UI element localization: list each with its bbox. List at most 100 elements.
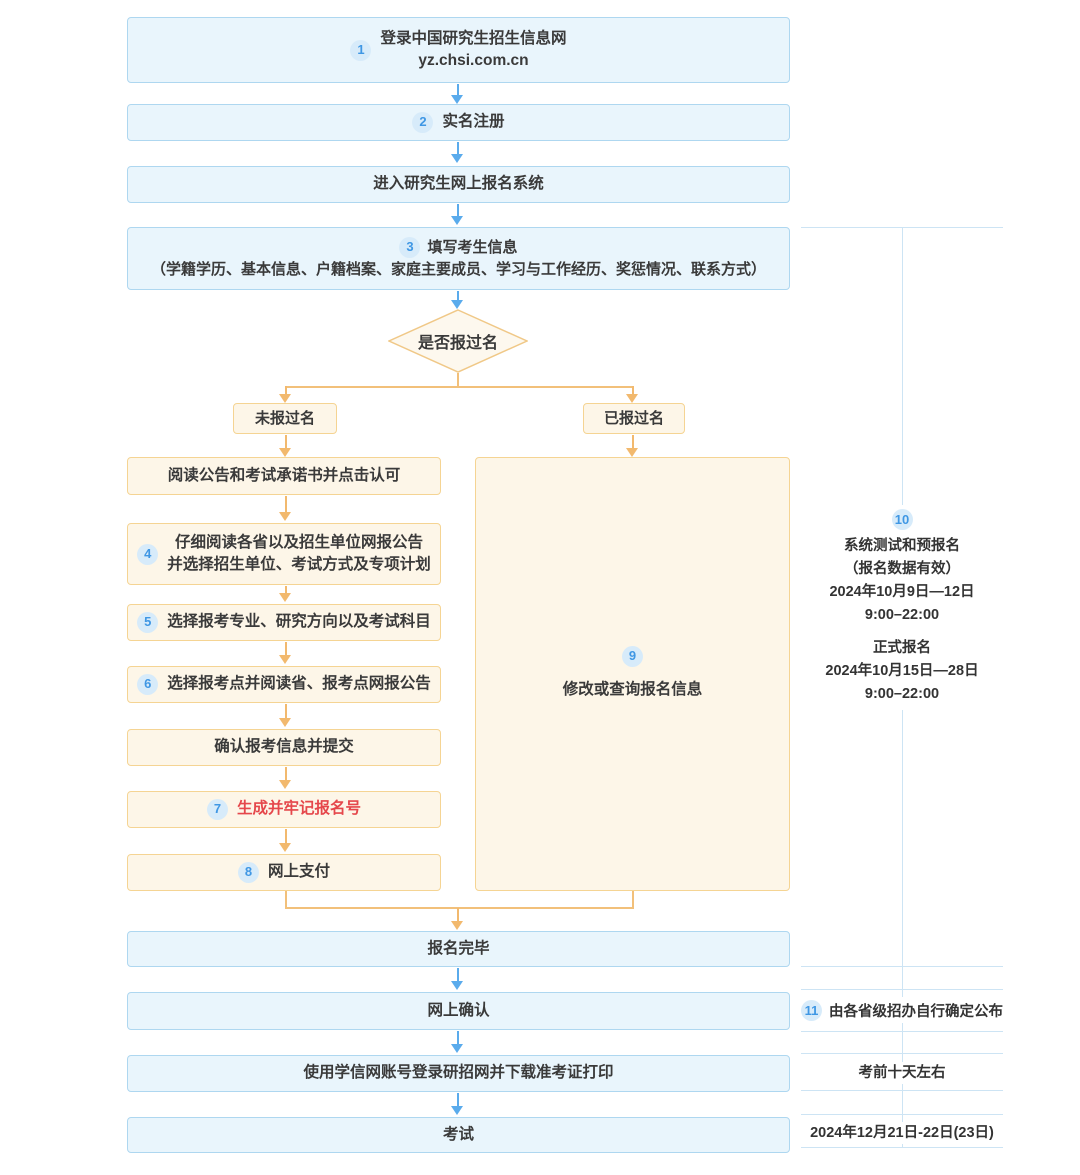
note-11-badge: 11 [801,999,822,1021]
step-7-label: 生成并牢记报名号 [236,800,361,818]
arrow-down-icon [279,655,291,664]
arrow-stem [632,435,634,449]
arrow-stem [457,291,459,301]
note-exam-date-label: 2024年12月21日-22日(23日) [810,1125,994,1141]
step-9-label: 修改或查询报名信息 [562,681,703,699]
step-6-label: 选择报考点并阅读省、报考点网报公告 [167,675,431,693]
step-login-box: 1 登录中国研究生招生信息网 yz.chsi.com.cn [127,17,790,83]
arrow-stem [457,204,459,217]
arrow-down-icon [279,843,291,852]
decision-diamond: 是否报过名 [388,309,528,373]
arrow-down-icon [451,154,463,163]
connector-line [457,373,459,386]
download-ticket-box: 使用学信网账号登录研招网并下载准考证打印 [127,1055,790,1092]
step-confirm-submit-label: 确认报考信息并提交 [214,738,354,756]
exam-box: 考试 [127,1117,790,1153]
arrow-stem [632,386,634,395]
step-3-badge: 3 [399,237,421,259]
step-4-line1: 仔细阅读各省以及招生单位网报公告 [174,533,423,551]
step-enter-system-label: 进入研究生网上报名系统 [373,175,544,193]
step-9-box: 9 修改或查询报名信息 [475,457,790,891]
official-registration-time: 9:00–22:00 [864,686,940,702]
step-4-badge: 4 [137,543,159,565]
arrow-down-icon [451,1106,463,1115]
step-4-line2: 并选择招生单位、考试方式及专项计划 [167,556,431,573]
step-read-notice-box: 阅读公告和考试承诺书并点击认可 [127,457,441,495]
step-8-badge: 8 [237,862,259,883]
registration-done-box: 报名完毕 [127,931,790,967]
step-6-badge: 6 [137,674,159,695]
arrow-down-icon [279,512,291,521]
arrow-stem [285,829,287,844]
pre-registration-title: 系统测试和预报名 [844,538,960,554]
arrow-down-icon [451,216,463,225]
official-registration-title: 正式报名 [873,640,931,656]
arrow-stem [457,1031,459,1045]
arrow-down-icon [451,95,463,104]
decision-label: 是否报过名 [417,335,498,352]
note-ticket-time: 考前十天左右 [815,1062,989,1084]
note-online-confirm-label: 由各省级招办自行确定公布 [829,1003,1003,1020]
arrow-down-icon [451,921,463,930]
exam-label: 考试 [442,1125,474,1143]
arrow-down-icon [451,1044,463,1053]
arrow-stem [285,496,287,513]
arrow-stem [457,1093,459,1107]
pre-registration-time: 9:00–22:00 [864,607,940,623]
step-7-box: 7 生成并牢记报名号 [127,791,441,828]
step-5-badge: 5 [137,612,159,633]
note-online-confirm: 11 由各省级招办自行确定公布 [795,997,1009,1023]
arrow-down-icon [451,981,463,990]
arrow-stem [285,386,287,395]
arrow-stem [457,968,459,982]
arrow-stem [285,586,287,594]
registration-done-label: 报名完毕 [427,939,490,957]
arrow-stem [285,704,287,719]
sidebar-tick [801,1053,1003,1054]
step-read-notice-label: 阅读公告和考试承诺书并点击认可 [167,466,401,484]
arrow-down-icon [626,448,638,457]
step-fill-info-detail: （学籍学历、基本信息、户籍档案、家庭主要成员、学习与工作经历、奖惩情况、联系方式… [150,260,766,278]
arrow-down-icon [451,300,463,309]
step-8-label: 网上支付 [267,863,330,881]
official-registration-date: 2024年10月15日—28日 [825,663,979,679]
step-8-box: 8 网上支付 [127,854,441,891]
note-10-badge: 10 [891,509,913,530]
arrow-stem [285,767,287,781]
sidebar-tick [801,1090,1003,1091]
arrow-down-icon [279,448,291,457]
step-6-box: 6 选择报考点并阅读省、报考点网报公告 [127,666,441,703]
branch-registered-box: 已报过名 [583,403,685,434]
note-exam-date: 2024年12月21日-22日(23日) [800,1122,1004,1144]
note-ticket-time-label: 考前十天左右 [858,1065,946,1081]
arrow-down-icon [279,394,291,403]
step-5-box: 5 选择报考专业、研究方向以及考试科目 [127,604,441,641]
connector-line [285,907,634,909]
step-4-box: 4 仔细阅读各省以及招生单位网报公告 并选择招生单位、考试方式及专项计划 [127,523,441,585]
download-ticket-label: 使用学信网账号登录研招网并下载准考证打印 [303,1064,614,1082]
connector-line [285,386,633,388]
arrow-down-icon [279,593,291,602]
step-enter-system-box: 进入研究生网上报名系统 [127,166,790,203]
step-login-title: 登录中国研究生招生信息网 [380,29,567,47]
step-login-url: yz.chsi.com.cn [418,52,529,69]
online-confirm-label: 网上确认 [427,1001,490,1019]
pre-registration-note: （报名数据有效） [844,561,960,577]
step-register-label: 实名注册 [442,113,505,131]
step-fill-info-title: 填写考生信息 [427,238,518,256]
arrow-stem [285,642,287,656]
connector-line [632,891,634,909]
step-2-badge: 2 [412,112,434,133]
pre-registration-date: 2024年10月9日—12日 [829,584,975,600]
branch-not-registered-box: 未报过名 [233,403,337,434]
sidebar-tick [801,1147,1003,1148]
arrow-stem [285,435,287,449]
diamond-shape [388,309,528,373]
sidebar-tick [801,989,1003,990]
arrow-down-icon [279,718,291,727]
step-1-badge: 1 [350,39,372,61]
connector-line [285,891,287,909]
step-fill-info-box: 3 填写考生信息 （学籍学历、基本信息、户籍档案、家庭主要成员、学习与工作经历、奖… [127,227,790,290]
online-confirm-box: 网上确认 [127,992,790,1030]
